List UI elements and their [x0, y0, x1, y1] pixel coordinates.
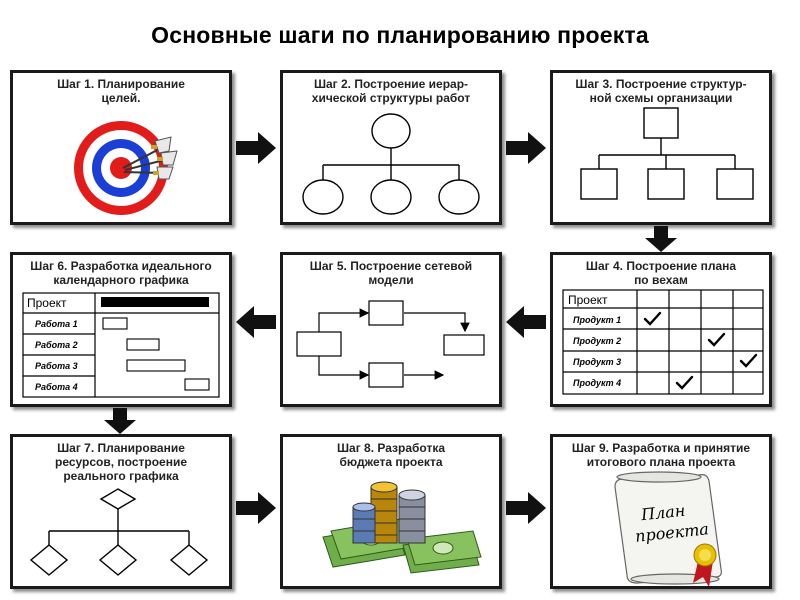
- arrow-left-icon: [236, 306, 276, 338]
- tree-root-node: [371, 113, 411, 149]
- step-7-box: Шаг 7. Планирование ресурсов, построение…: [10, 434, 232, 589]
- step-4-box: Шаг 4. Построение плана по вехам Проект …: [550, 252, 772, 407]
- money-icon: [322, 481, 482, 574]
- step-3-box: Шаг 3. Построение структур- ной схемы ор…: [550, 70, 772, 225]
- milestone-table: [562, 289, 764, 395]
- network-model-diagram: [296, 300, 485, 388]
- target-icon: [74, 121, 178, 215]
- org-unit: [580, 168, 618, 200]
- arrow-down-icon: [645, 226, 677, 252]
- gantt-row-label: Работа 3: [35, 361, 78, 371]
- step-5-box: Шаг 5. Построение сетевой модели: [280, 252, 502, 407]
- tree-child-node: [370, 179, 412, 215]
- step-8-box: Шаг 8. Разработка бюджета проекта: [280, 434, 502, 589]
- page-title: Основные шаги по планированию проекта: [151, 22, 649, 48]
- step-1-box: Шаг 1. Планирование целей.: [10, 70, 232, 225]
- gantt-task-bar: [102, 317, 128, 330]
- milestone-row-label: Продукт 2: [573, 336, 622, 346]
- network-node: [296, 331, 342, 357]
- step-3-title: Шаг 3. Построение структур- ной схемы ор…: [575, 77, 747, 105]
- step-5-title: Шаг 5. Построение сетевой модели: [309, 259, 473, 287]
- diamond-node: [99, 488, 137, 510]
- diamond-node: [29, 544, 69, 576]
- milestone-row-label: Продукт 4: [573, 378, 622, 388]
- tree-child-node: [438, 179, 480, 215]
- arrow-right-icon: [236, 132, 276, 164]
- diamond-node: [169, 544, 209, 576]
- arrow-left-icon: [506, 306, 546, 338]
- gantt-row-label: Работа 1: [35, 319, 78, 329]
- network-node: [368, 362, 404, 388]
- scroll-document-icon: [614, 471, 722, 586]
- milestone-row-label: Продукт 1: [573, 315, 622, 325]
- arrow-right-icon: [506, 492, 546, 524]
- arrow-right-icon: [236, 492, 276, 524]
- org-unit: [716, 168, 754, 200]
- step-6-title: Шаг 6. Разработка идеального календарног…: [30, 259, 212, 287]
- gantt-task-bar: [126, 338, 160, 351]
- gantt-project-bar: [101, 297, 209, 307]
- checkmark-icon: [675, 375, 694, 390]
- step-9-box: Шаг 9. Разработка и принятие итогового п…: [550, 434, 772, 589]
- resource-tree-diagram: [29, 488, 209, 576]
- arrow-down-icon: [104, 408, 136, 434]
- step-8-title: Шаг 8. Разработка бюджета проекта: [336, 441, 446, 469]
- checkmark-icon: [643, 311, 662, 326]
- gantt-row-label: Работа 2: [35, 340, 78, 350]
- step-6-box: Шаг 6. Разработка идеального календарног…: [10, 252, 232, 407]
- checkmark-icon: [707, 332, 726, 347]
- step-2-box: Шаг 2. Построение иерар- хической структ…: [280, 70, 502, 225]
- org-top-unit: [643, 107, 679, 139]
- gantt-chart-table: [22, 292, 220, 398]
- diamond-node: [98, 544, 138, 576]
- network-node: [368, 300, 404, 326]
- checkmark-icon: [739, 353, 758, 368]
- org-chart-diagram: [580, 107, 754, 200]
- network-node: [443, 334, 485, 356]
- gantt-task-bar: [126, 359, 186, 372]
- org-unit: [647, 168, 685, 200]
- step-9-title: Шаг 9. Разработка и принятие итогового п…: [571, 441, 751, 469]
- tree-child-node: [302, 179, 344, 215]
- gantt-row-label: Работа 4: [35, 382, 78, 392]
- gantt-task-bar: [184, 378, 210, 391]
- milestone-row-label: Продукт 3: [573, 357, 622, 367]
- hierarchy-tree-diagram: [302, 113, 480, 215]
- step-2-title: Шаг 2. Построение иерар- хической структ…: [311, 77, 471, 105]
- step-1-title: Шаг 1. Планирование целей.: [57, 77, 185, 105]
- step-4-title: Шаг 4. Построение плана по вехам: [585, 259, 737, 287]
- step-7-title: Шаг 7. Планирование ресурсов, построение…: [54, 441, 188, 483]
- arrow-right-icon: [506, 132, 546, 164]
- gantt-header: Проект: [27, 296, 67, 310]
- milestone-header: Проект: [568, 293, 608, 307]
